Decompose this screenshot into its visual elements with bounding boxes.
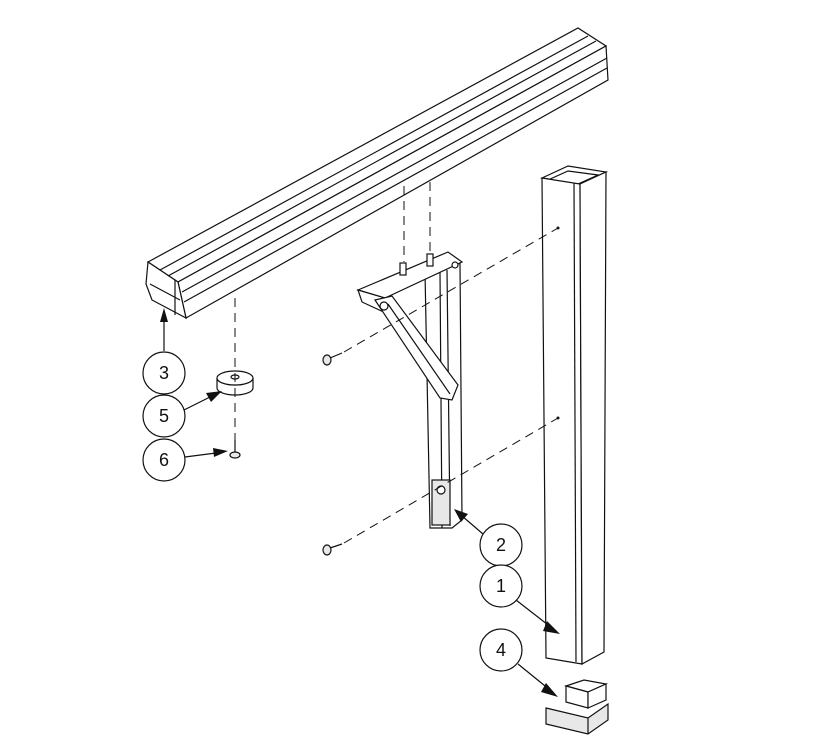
- alignment-lines: [234, 182, 560, 544]
- square-post: [539, 165, 609, 666]
- callout-6: 6: [142, 438, 228, 482]
- rail-extrusion: [145, 27, 609, 320]
- callout-4-label: 4: [496, 640, 506, 660]
- callout-5-label: 5: [159, 406, 169, 426]
- callout-2: 2: [454, 509, 523, 567]
- foot-cap: [545, 679, 609, 735]
- callout-4: 4: [479, 628, 558, 697]
- callout-1: 1: [479, 564, 560, 634]
- callout-1-label: 1: [496, 576, 506, 596]
- glide-screw: [229, 440, 241, 459]
- callout-3: 3: [142, 308, 186, 395]
- callout-5: 5: [142, 391, 222, 438]
- bracket-screw-upper: [322, 352, 343, 366]
- callout-2-label: 2: [496, 535, 506, 555]
- bracket-screw-lower: [322, 543, 343, 556]
- callout-6-label: 6: [159, 450, 169, 470]
- bracket: [356, 251, 464, 529]
- callout-3-label: 3: [159, 363, 169, 383]
